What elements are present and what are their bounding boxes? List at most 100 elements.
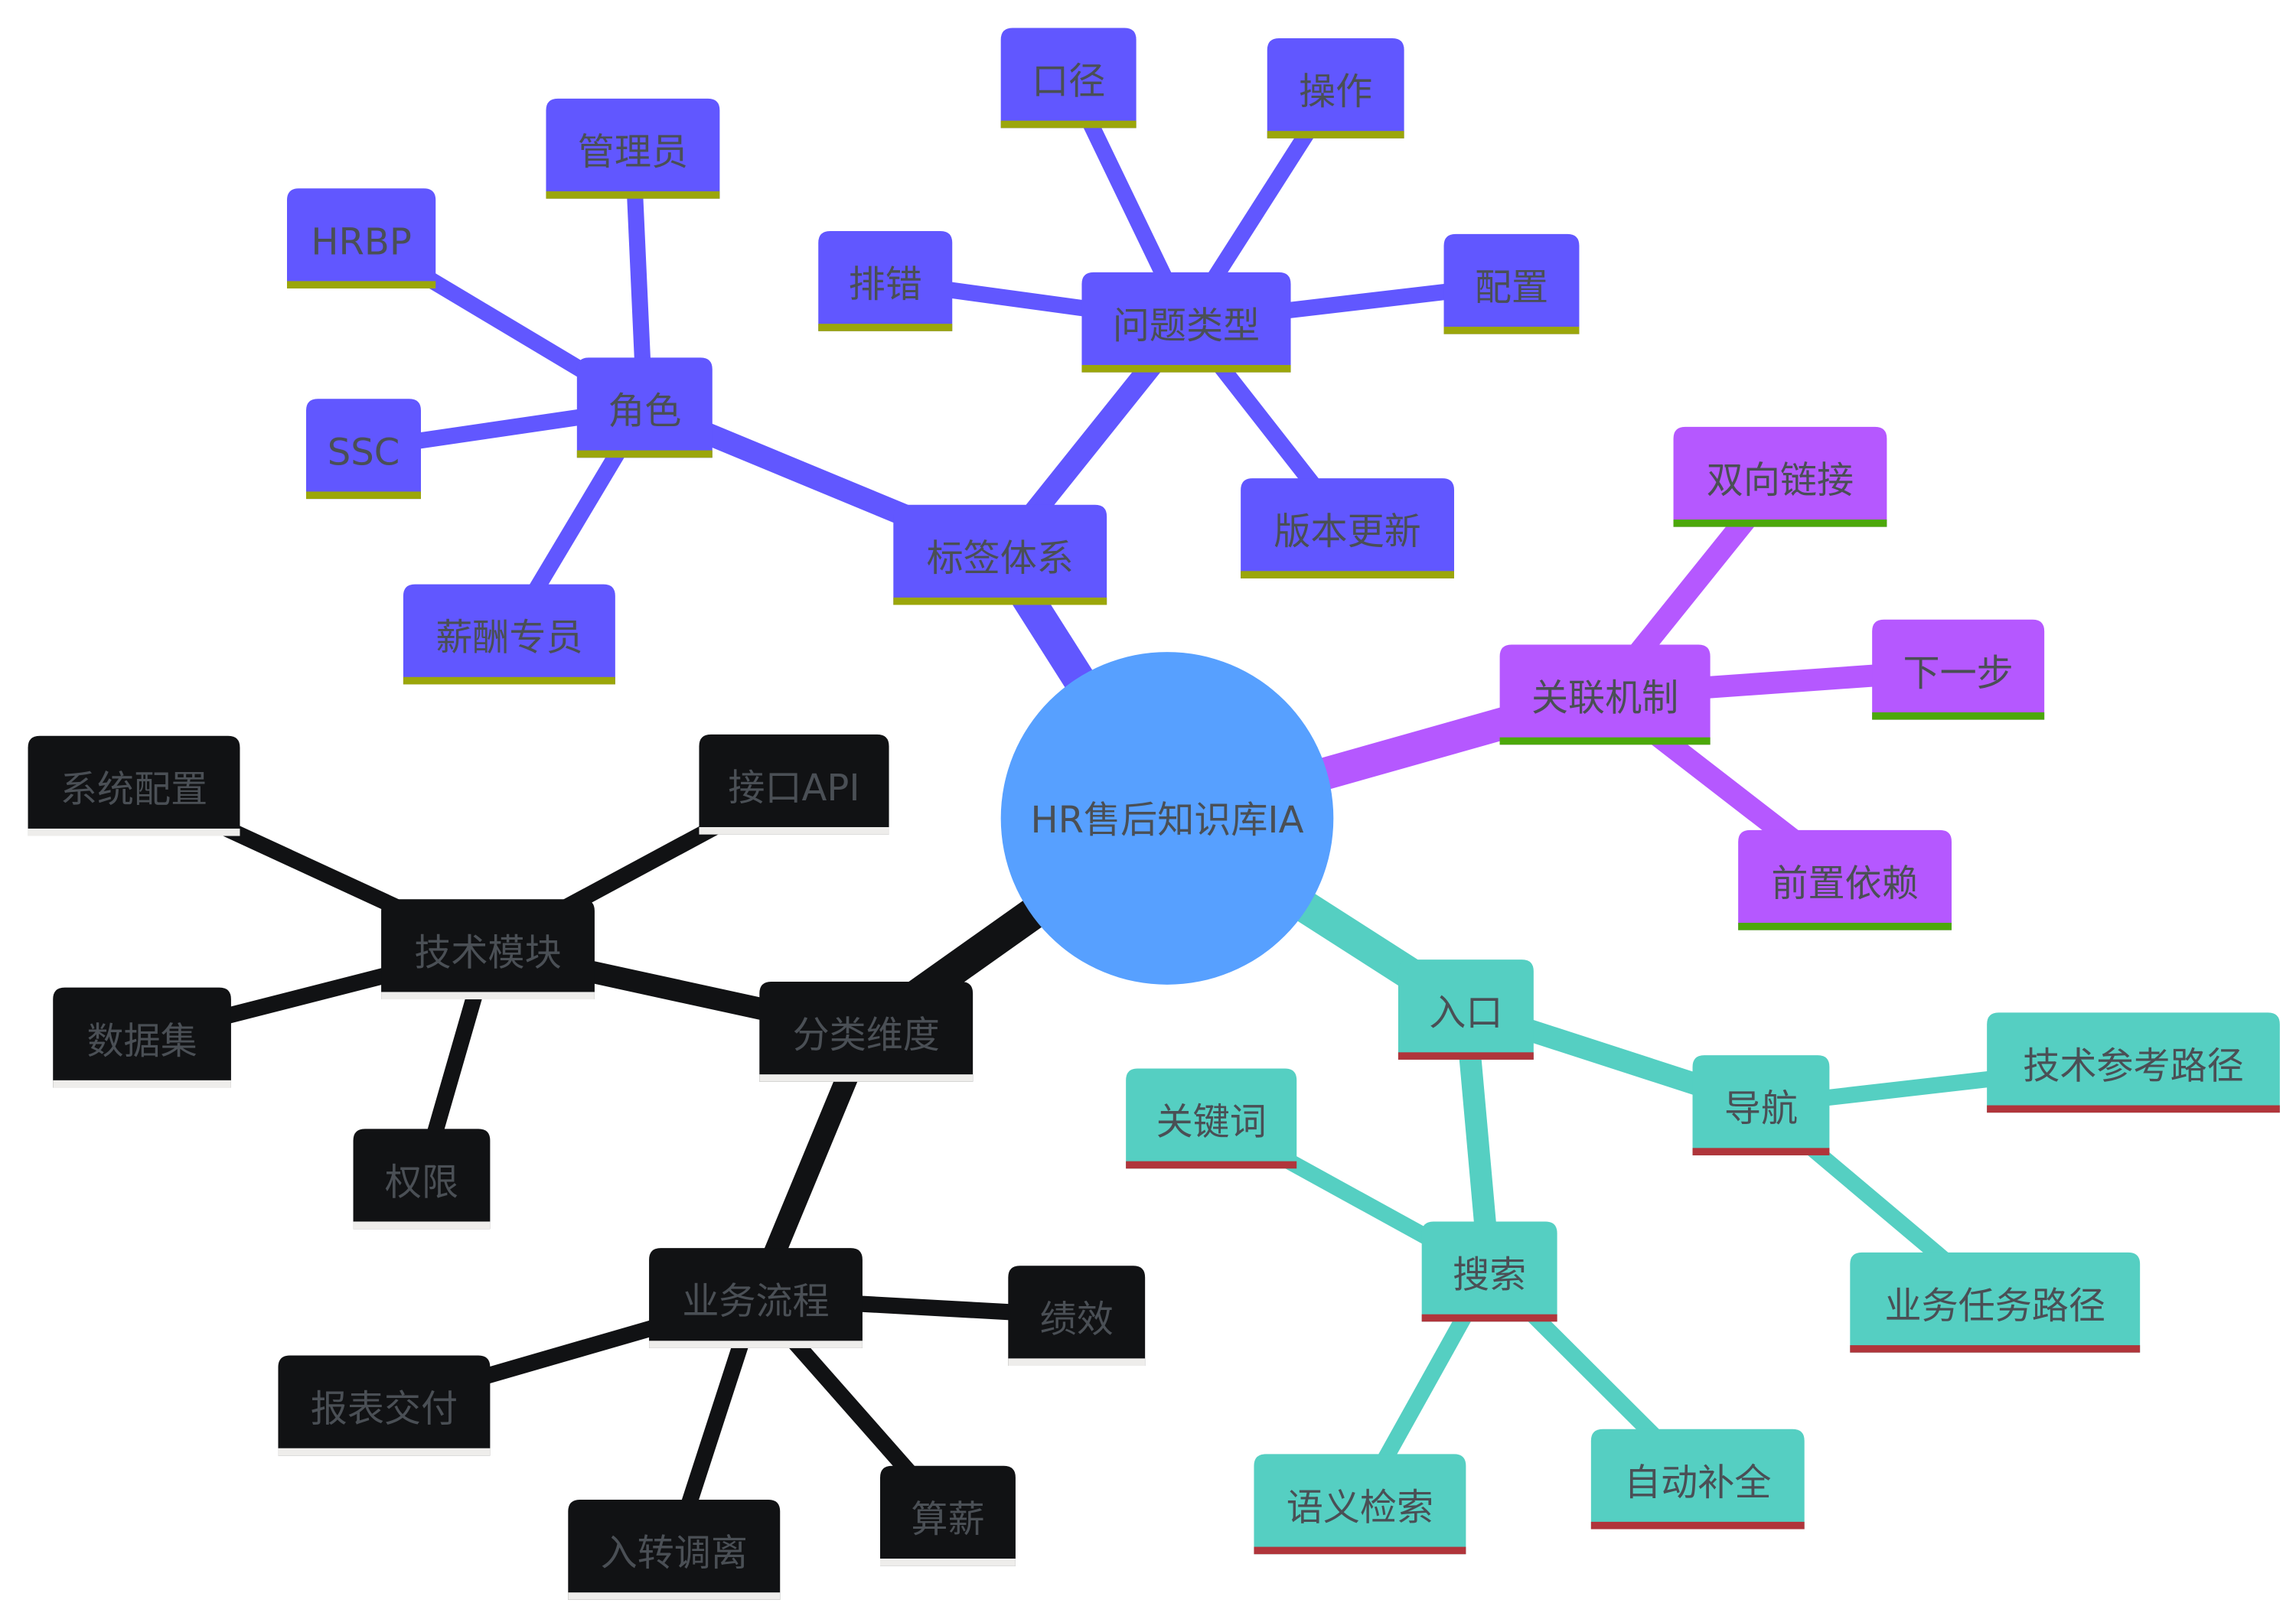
node-underline xyxy=(546,191,720,199)
node-autocomplete[interactable]: 自动补全 xyxy=(1590,1429,1805,1530)
node-underline xyxy=(1738,923,1952,930)
node-underline xyxy=(1397,1052,1534,1060)
node-underline xyxy=(1008,1358,1146,1367)
node-box xyxy=(287,188,436,289)
node-underline xyxy=(1673,519,1887,527)
node-box xyxy=(1850,1252,2141,1353)
root-circle xyxy=(1000,652,1334,985)
node-perm[interactable]: 权限 xyxy=(353,1129,491,1230)
node-sysconf[interactable]: 系统配置 xyxy=(28,735,240,836)
node-label: 前置依赖 xyxy=(1771,862,1918,905)
node-ssc[interactable]: SSC xyxy=(306,399,421,500)
node-label: 入转调离 xyxy=(601,1532,748,1575)
node-techpath[interactable]: 技术参考路径 xyxy=(1987,1012,2280,1113)
node-version[interactable]: 版本更新 xyxy=(1241,478,1454,578)
node-label: 技术参考路径 xyxy=(2023,1044,2243,1087)
node-underline xyxy=(1126,1161,1297,1169)
node-label: 绩效 xyxy=(1040,1298,1114,1341)
node-onboard[interactable]: 入转调离 xyxy=(568,1500,781,1600)
node-dataset[interactable]: 数据集 xyxy=(53,987,231,1088)
node-biz[interactable]: 业务流程 xyxy=(649,1248,863,1348)
node-label: 业务任务路径 xyxy=(1885,1285,2105,1328)
node-label: 入口 xyxy=(1429,992,1502,1034)
node-label: 口径 xyxy=(1032,60,1105,103)
node-report[interactable]: 报表交付 xyxy=(278,1355,491,1456)
node-search[interactable]: 搜索 xyxy=(1421,1221,1557,1322)
node-label: 标签体系 xyxy=(927,537,1074,580)
node-bizpath[interactable]: 业务任务路径 xyxy=(1850,1252,2141,1353)
node-underline xyxy=(1692,1148,1830,1155)
node-tags[interactable]: 标签体系 xyxy=(893,504,1107,605)
node-label: 导航 xyxy=(1724,1087,1798,1130)
node-box xyxy=(818,230,953,331)
node-label: 语义检索 xyxy=(1287,1487,1433,1530)
node-underline xyxy=(880,1558,1016,1566)
node-underline xyxy=(1241,571,1454,578)
node-underline xyxy=(699,827,889,835)
node-box xyxy=(1254,1454,1466,1555)
node-label: 双向链接 xyxy=(1707,459,1854,502)
node-dims[interactable]: 分类维度 xyxy=(759,981,974,1082)
node-underline xyxy=(278,1448,491,1456)
node-salary[interactable]: 算薪 xyxy=(880,1465,1016,1566)
node-label: 搜索 xyxy=(1453,1254,1526,1297)
node-box xyxy=(1872,619,2045,720)
node-box xyxy=(1673,426,1887,527)
node-label: 数据集 xyxy=(86,1020,197,1063)
node-qtype[interactable]: 问题类型 xyxy=(1081,272,1291,373)
node-prereq[interactable]: 前置依赖 xyxy=(1738,829,1952,930)
node-box xyxy=(1008,1266,1146,1367)
node-perf[interactable]: 绩效 xyxy=(1008,1266,1146,1367)
node-hrbp[interactable]: HRBP xyxy=(287,188,436,289)
node-admin[interactable]: 管理员 xyxy=(546,98,720,199)
node-underline xyxy=(1000,120,1137,129)
node-label: 角色 xyxy=(608,389,681,432)
node-bilink[interactable]: 双向链接 xyxy=(1673,426,1887,527)
node-label: 薪酬专员 xyxy=(435,617,582,660)
node-label: 权限 xyxy=(385,1161,458,1204)
node-box xyxy=(759,981,974,1082)
node-underline xyxy=(306,491,421,500)
node-label: 问题类型 xyxy=(1113,305,1260,347)
node-box xyxy=(1421,1221,1557,1322)
node-label: 关键词 xyxy=(1156,1101,1267,1144)
node-underline xyxy=(649,1341,863,1348)
node-nav[interactable]: 导航 xyxy=(1692,1055,1830,1155)
node-label: 系统配置 xyxy=(60,768,207,811)
node-label: 操作 xyxy=(1299,70,1372,113)
node-underline xyxy=(1443,327,1580,334)
node-label: 下一步 xyxy=(1903,652,2014,695)
node-link[interactable]: 关联机制 xyxy=(1499,644,1711,745)
node-label: 配置 xyxy=(1475,266,1548,309)
node-underline xyxy=(381,992,595,1000)
node-tech[interactable]: 技术模块 xyxy=(381,899,595,1000)
node-box xyxy=(1081,272,1291,373)
node-operate[interactable]: 操作 xyxy=(1267,38,1404,138)
node-role[interactable]: 角色 xyxy=(576,357,713,458)
node-underline xyxy=(1872,712,2045,720)
node-entry[interactable]: 入口 xyxy=(1397,960,1534,1060)
node-underline xyxy=(1267,131,1404,138)
node-box xyxy=(1987,1012,2280,1113)
node-underline xyxy=(759,1074,974,1082)
node-label: HRBP xyxy=(311,220,412,263)
node-box xyxy=(1738,829,1952,930)
node-keyword[interactable]: 关键词 xyxy=(1126,1068,1297,1169)
root-node[interactable]: HR售后知识库IA xyxy=(1000,652,1334,985)
node-config[interactable]: 配置 xyxy=(1443,233,1580,334)
node-underline xyxy=(28,828,240,836)
node-box xyxy=(278,1355,491,1456)
node-debug[interactable]: 排错 xyxy=(818,230,953,331)
node-underline xyxy=(403,676,615,685)
node-payroll[interactable]: 薪酬专员 xyxy=(403,584,615,685)
node-next[interactable]: 下一步 xyxy=(1872,619,2045,720)
node-box xyxy=(306,399,421,500)
node-underline xyxy=(1499,737,1711,745)
node-caliber[interactable]: 口径 xyxy=(1000,28,1137,129)
node-semantic[interactable]: 语义检索 xyxy=(1254,1454,1466,1555)
node-label: 报表交付 xyxy=(311,1388,458,1431)
node-box xyxy=(28,735,240,836)
node-api[interactable]: 接口API xyxy=(699,734,889,835)
